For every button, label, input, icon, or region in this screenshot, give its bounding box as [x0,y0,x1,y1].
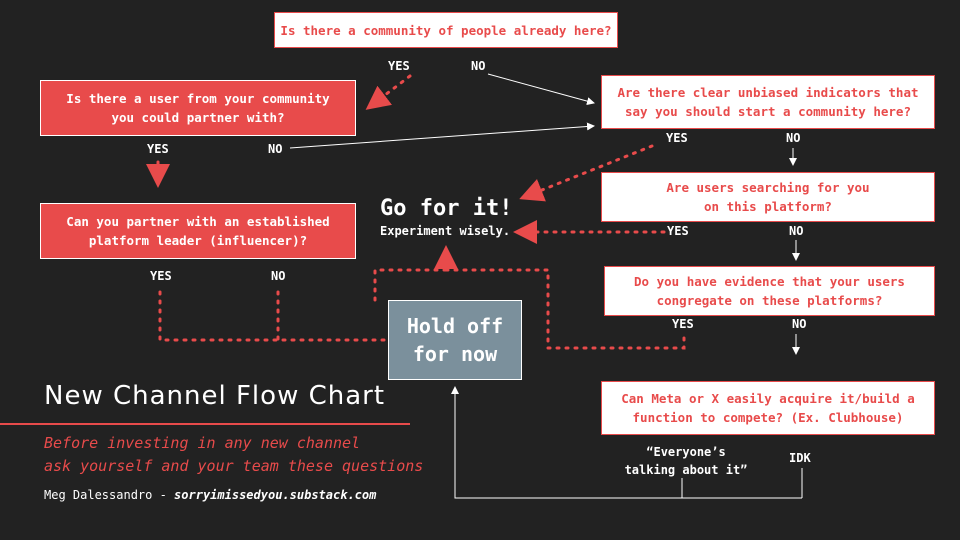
label-q1-no: NO [471,59,486,73]
arrow-q4-yes [519,144,654,202]
label-idk: IDK [789,451,811,465]
title-underline [0,423,410,425]
path-hold-to-go [373,245,458,302]
question-acquire: Can Meta or X easily acquire it/build a … [601,381,935,435]
go-for-it-title: Go for it! [380,196,513,221]
author-credit: Meg Dalessandro - sorryimissedyou.substa… [44,488,376,502]
go-for-it-subtitle: Experiment wisely. [380,224,511,238]
question-searching: Are users searching for you on this plat… [601,172,935,222]
author-name: Meg Dalessandro - [44,488,175,502]
label-q2-no: NO [268,142,283,156]
question-partner-leader: Can you partner with an established plat… [40,203,356,259]
question-evidence: Do you have evidence that your users con… [604,266,935,316]
question-indicators: Are there clear unbiased indicators that… [601,75,935,129]
arrow-q2-no [289,122,595,149]
label-q2-yes: YES [147,142,169,156]
arrow-q1-no [487,73,595,106]
label-q6-yes: YES [672,317,694,331]
label-everyone: “Everyone’s talking about it” [624,445,748,477]
arrow-q1-yes [365,74,412,110]
label-q5-no: NO [789,224,804,238]
author-site: sorryimissedyou.substack.com [174,488,377,502]
question-partner-user: Is there a user from your community you … [40,80,356,136]
label-q5-yes: YES [667,224,689,238]
label-q3-no: NO [271,269,286,283]
label-q1-yes: YES [388,59,410,73]
subtitle-line-2: ask yourself and your team these questio… [44,457,424,475]
label-q3-yes: YES [150,269,172,283]
label-q4-no: NO [786,131,801,145]
page-title: New Channel Flow Chart [44,381,386,411]
label-q4-yes: YES [666,131,688,145]
question-community-exists: Is there a community of people already h… [274,12,618,48]
arrow-q7-to-hold [451,386,683,499]
path-to-go-right [444,268,686,350]
hold-off-box: Hold off for now [388,300,522,380]
path-q3-yes [158,290,390,342]
subtitle-line-1: Before investing in any new channel [44,434,361,452]
label-q6-no: NO [792,317,807,331]
